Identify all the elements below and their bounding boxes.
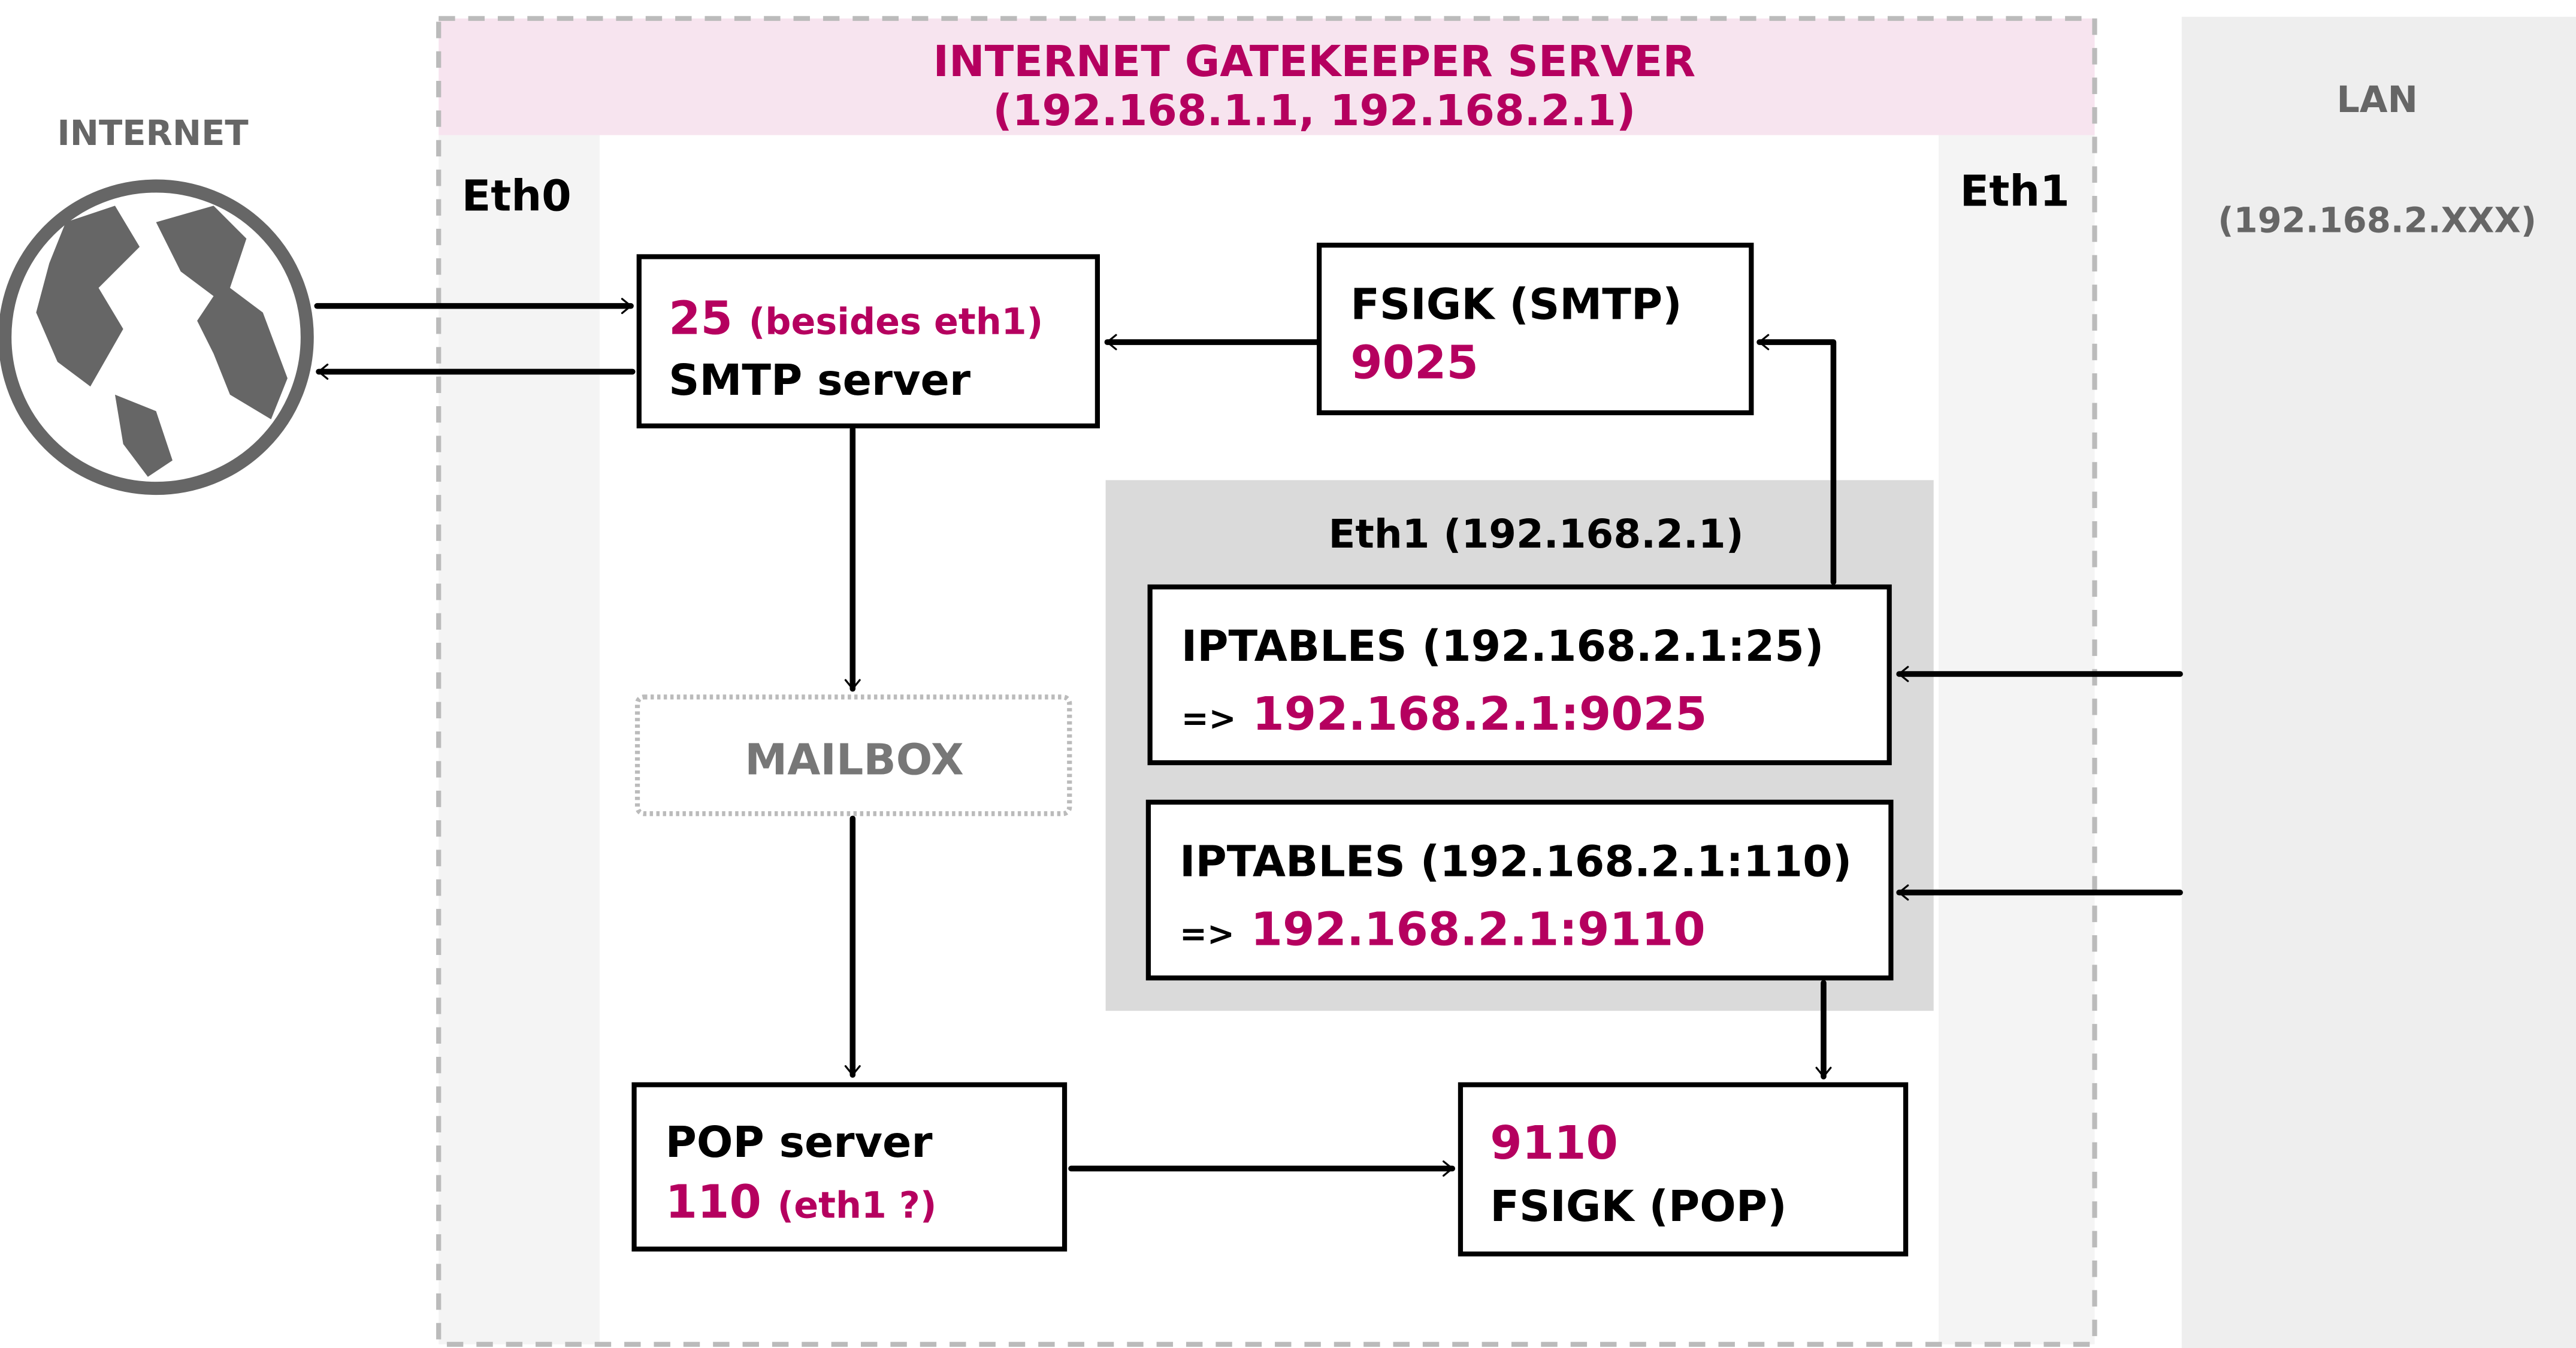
fsigk-smtp-box: FSIGK (SMTP) 9025 <box>1316 243 1754 416</box>
smtp-note: (besides eth1) <box>749 301 1044 343</box>
svg-text:=> 192.168.2.1:9110: => 192.168.2.1:9110 <box>1180 903 1706 956</box>
fsigk-pop-box: 9110 FSIGK (POP) <box>1458 1082 1909 1257</box>
fsigk-pop-name: FSIGK (POP) <box>1490 1181 1786 1231</box>
eth1-group-label: Eth1 (192.168.2.1) <box>1328 511 1743 557</box>
pop-note: (eth1 ?) <box>778 1185 937 1227</box>
iptables-pop-rule: IPTABLES (192.168.2.1:110) <box>1180 836 1852 886</box>
lan-subnet: (192.168.2.XXX) <box>2218 200 2536 240</box>
pop-server-box: POP server 110 (eth1 ?) <box>631 1082 1068 1252</box>
mailbox-box: MAILBOX <box>634 694 1072 817</box>
lan-zone <box>2181 17 2576 1348</box>
eth1-zone <box>1938 135 2095 1344</box>
iptables-pop-box: IPTABLES (192.168.2.1:110) => 192.168.2.… <box>1145 799 1894 981</box>
gatekeeper-boundary <box>436 16 2097 1347</box>
smtp-name: SMTP server <box>669 355 970 405</box>
arrow-iptables-smtp-to-fsigk-smtp <box>1756 342 1837 585</box>
smtp-port: 25 <box>669 292 733 345</box>
internet-label: INTERNET <box>57 113 248 153</box>
globe-icon <box>0 179 314 495</box>
svg-text:=> 192.168.2.1:9025: => 192.168.2.1:9025 <box>1181 688 1707 741</box>
iptables-smtp-rule: IPTABLES (192.168.2.1:25) <box>1181 621 1824 671</box>
pop-port: 110 <box>666 1176 761 1229</box>
svg-text:110 (eth1 ?): 110 (eth1 ?) <box>666 1176 937 1229</box>
lan-label: LAN <box>2336 79 2418 121</box>
iptables-smtp-arrow: => <box>1181 699 1236 738</box>
gatekeeper-title: INTERNET GATEKEEPER SERVER <box>933 37 1695 86</box>
smtp-server-box: 25 (besides eth1) SMTP server <box>636 254 1100 429</box>
iptables-smtp-box: IPTABLES (192.168.2.1:25) => 192.168.2.1… <box>1147 584 1892 766</box>
eth0-label: Eth0 <box>462 171 572 221</box>
fsigk-smtp-name: FSIGK (SMTP) <box>1350 280 1682 330</box>
gatekeeper-subtitle: (192.168.1.1, 192.168.2.1) <box>993 86 1635 135</box>
iptables-smtp-target: 192.168.2.1:9025 <box>1252 688 1707 741</box>
pop-name: POP server <box>666 1117 933 1167</box>
svg-text:25 (besides eth1): 25 (besides eth1) <box>669 292 1043 345</box>
iptables-pop-target: 192.168.2.1:9110 <box>1251 903 1706 956</box>
mailbox-label: MAILBOX <box>745 735 963 784</box>
gatekeeper-header <box>439 18 2095 135</box>
eth0-zone <box>439 135 600 1344</box>
iptables-pop-arrow: => <box>1180 914 1235 953</box>
eth1-label: Eth1 <box>1960 166 2070 216</box>
fsigk-pop-port: 9110 <box>1490 1117 1618 1170</box>
fsigk-smtp-port: 9025 <box>1350 336 1479 389</box>
